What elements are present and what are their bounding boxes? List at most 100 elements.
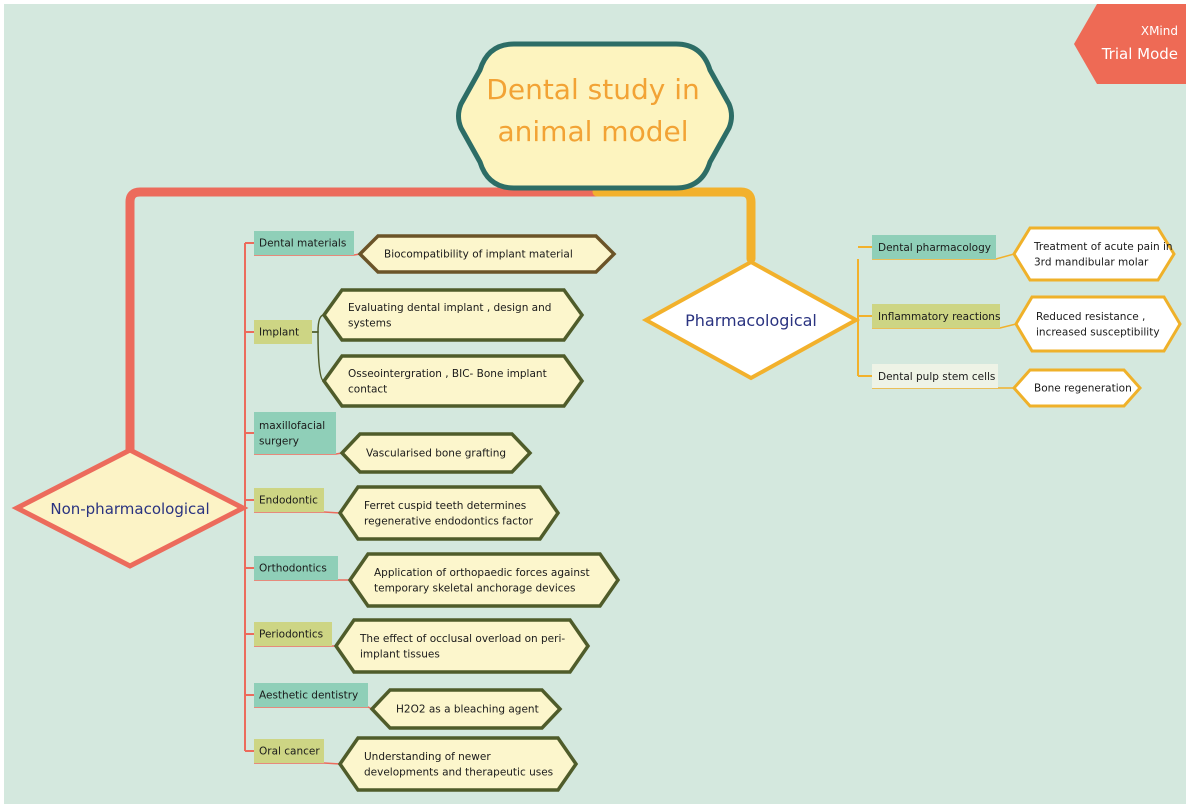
mind-map-canvas: Dental study in animal model Non-pharmac… [4,4,1186,804]
branch-label-non-pharmacological: Non-pharmacological [50,500,209,518]
leaf-hexagon [321,288,585,342]
leaf-text: Application of orthopaedic forces agains… [374,567,590,579]
subtopic-label-box [254,739,324,763]
leaf-text: Biocompatibility of implant material [384,249,573,261]
leaf-text: Reduced resistance , [1036,311,1145,323]
subtopic-dental-pharmacology[interactable]: Dental pharmacology [872,235,996,259]
leaf-item[interactable]: Reduced resistance , increased susceptibi… [1014,295,1182,353]
leaf-hexagon [1012,226,1176,282]
subtopic-label-box [254,683,368,707]
leaf-text: Vascularised bone grafting [366,448,506,460]
branch-label-pharmacological: Pharmacological [685,311,817,330]
subtopic-label: Implant [259,327,299,339]
subtopic-label-box [254,488,324,512]
subtopic-label-box [872,364,998,388]
central-topic-shape [456,41,734,191]
leaf-hexagon [1011,368,1143,408]
leaf-text: H2O2 as a bleaching agent [396,704,539,716]
subtopic-label-box [254,556,338,580]
subtopic-dental-pulp-stem-cells[interactable]: Dental pulp stem cells [872,364,998,388]
leaf-item[interactable]: Vascularised bone grafting [339,432,533,474]
central-topic[interactable]: Dental study in animal model [456,41,734,191]
leaf-text: 3rd mandibular molar [1034,256,1149,268]
connector [312,331,325,382]
leaf-text: Osseointergration , BIC- Bone implant [348,368,547,380]
leaf-hexagon [1014,295,1182,353]
subtopic-orthodontics[interactable]: Orthodontics [254,556,338,580]
branch-diamond-shape [641,259,861,381]
connector [254,511,341,514]
subtopic-label: Aesthetic dentistry [259,690,358,702]
leaf-hexagon [337,736,579,792]
leaf-text: increased susceptibility [1036,326,1160,338]
leaf-text: contact [348,383,387,395]
connector [254,762,341,765]
subtopic-aesthetic-dentistry[interactable]: Aesthetic dentistry [254,683,368,707]
subtopic-endodontic[interactable]: Endodontic [254,488,324,512]
leaf-hexagon [369,688,563,730]
leaf-text: regenerative endodontics factor [364,515,534,527]
leaf-text: Bone regeneration [1034,383,1132,395]
subtopic-oral-cancer[interactable]: Oral cancer [254,739,324,763]
leaf-text: systems [348,317,391,329]
subtopic-label: Oral cancer [259,746,320,758]
leaf-item[interactable]: H2O2 as a bleaching agent [369,688,563,730]
connector [254,706,373,710]
subtopic-label: surgery [259,435,299,447]
branch-pharmacological[interactable]: Pharmacological [641,259,861,381]
watermark-line-1: XMind [1141,24,1178,38]
leaf-text: The effect of occlusal overload on peri- [359,633,565,645]
subtopic-implant[interactable]: Implant [254,320,312,344]
leaf-hexagon [339,432,533,474]
connector [312,314,325,333]
subtopic-label: Inflammatory reactions [878,311,1000,323]
leaf-hexagon [347,552,621,608]
mind-map: Dental study in animal model Non-pharmac… [11,4,1186,792]
branch-line-pharmacological [592,187,756,264]
main-branch-lines [125,187,756,455]
watermark-line-2: Trial Mode [1101,45,1178,63]
leaf-hexagon [333,618,591,674]
leaf-text: Evaluating dental implant , design and [348,302,551,314]
leaf-item[interactable]: Treatment of acute pain in 3rd mandibular… [1012,226,1176,282]
leaf-item[interactable]: Evaluating dental implant , design and sy… [321,288,585,342]
subtopic-periodontics[interactable]: Periodontics [254,622,332,646]
leaf-text: Treatment of acute pain in [1033,241,1173,253]
watermark-banner [1074,4,1186,84]
central-topic-line-1: Dental study in [486,73,699,106]
leaf-item[interactable]: Application of orthopaedic forces agains… [347,552,621,608]
leaf-item[interactable]: Osseointergration , BIC- Bone implant con… [321,354,585,408]
subtopic-label: Dental pharmacology [878,242,991,254]
subtopic-maxillofacial-surgery[interactable]: maxillofacial surgery [254,412,336,454]
leaf-item[interactable]: The effect of occlusal overload on peri-… [333,618,591,674]
subtopic-label-box [254,231,354,255]
subtopic-label: Dental materials [259,238,346,250]
branch-diamond-shape [11,447,249,569]
subtopic-label: Orthodontics [259,563,327,575]
subtopic-label-box [872,235,996,259]
subtopic-dental-materials[interactable]: Dental materials [254,231,354,255]
leaf-text: implant tissues [360,648,440,660]
leaf-text: Ferret cuspid teeth determines [364,500,526,512]
subtopic-label: Endodontic [259,495,318,507]
leaf-hexagon [357,234,617,274]
leaf-text: temporary skeletal anchorage devices [374,582,575,594]
subtopic-label-box [254,622,332,646]
subtopic-label: maxillofacial [259,420,325,432]
leaf-hexagon [321,354,585,408]
subtopic-label: Periodontics [259,629,323,641]
branch-non-pharmacological[interactable]: Non-pharmacological [11,447,249,569]
leaf-item[interactable]: Biocompatibility of implant material [357,234,617,274]
leaf-item[interactable]: Ferret cuspid teeth determines regenerati… [337,485,561,541]
leaf-hexagon [337,485,561,541]
central-topic-line-2: animal model [498,115,689,148]
xmind-watermark: XMind Trial Mode [1074,4,1186,84]
subtopic-label-box [254,320,312,344]
subtopic-inflammatory-reactions[interactable]: Inflammatory reactions [872,304,1000,328]
leaf-item[interactable]: Bone regeneration [1011,368,1143,408]
subtopic-label: Dental pulp stem cells [878,371,995,383]
leaf-text: Understanding of newer [364,751,491,763]
subtopic-label-box [254,412,336,454]
